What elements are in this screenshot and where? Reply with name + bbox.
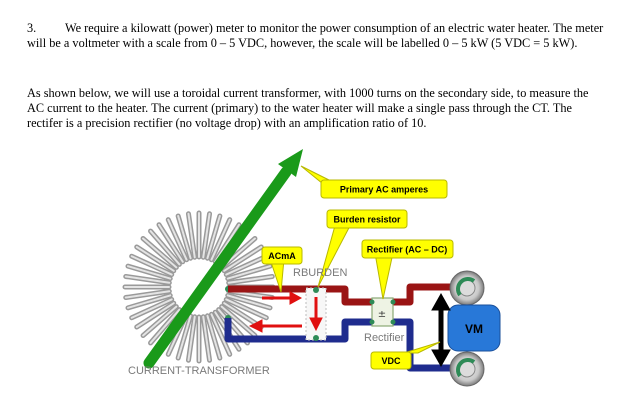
coil-winding-highlight [135,302,175,329]
burden-terminal-top [313,287,319,293]
coil-winding-highlight [149,308,181,344]
wires [224,283,465,372]
coil-winding-highlight [210,218,231,261]
coil-winding-highlight [202,315,211,362]
paragraph-question: 3.We require a kilowatt (power) meter to… [27,21,607,51]
callout-rectifier-text: Rectifier (AC – DC) [367,245,448,255]
coil-winding-highlight [226,294,272,309]
rectifier-symbol: ± [378,309,386,320]
red-wire-upper [228,285,372,306]
question-number: 3. [27,21,37,35]
arrow-left-head [248,319,263,333]
coil-winding-highlight [130,298,173,319]
question-text: We require a kilowatt (power) meter to m… [27,21,604,50]
coil-winding-highlight [124,275,171,284]
coil-winding-highlight [142,237,178,269]
coil-winding-highlight [223,245,263,272]
burden-terminal-bottom [313,335,319,341]
coil-winding-highlight [126,294,172,309]
callout-primary: Primary AC amperes [300,165,448,199]
coil-winding-highlight [220,305,256,337]
callout-rectifier: Rectifier (AC – DC) [361,239,454,300]
coil-winding-highlight [206,314,221,360]
paragraph-description: As shown below, we will use a toroidal c… [27,86,589,130]
rectifier-pin-1 [369,299,375,305]
rectifier-pin-3 [369,319,375,325]
coil-winding-highlight [187,315,196,362]
callout-burden-text: Burden resistor [333,215,401,225]
callout-acma-text: ACmA [268,251,296,261]
vdc-double-arrow [431,292,451,368]
coil-winding-highlight [149,230,181,266]
blue-wire-vm [393,318,465,372]
callout-vdc-text: VDC [381,356,401,366]
callout-acma: ACmA [261,246,303,293]
vm-label: VM [465,322,483,336]
callout-vdc: VDC [370,341,441,370]
blue-wire-lower [224,318,372,343]
coil-winding-highlight [124,290,171,299]
coil-winding-highlight [177,214,192,260]
arrow-right-head [289,291,303,305]
coil-winding-highlight [142,305,178,337]
coil-winding-highlight [210,313,231,356]
coil-winding-highlight [226,265,272,280]
coil-winding-highlight [167,218,188,261]
rectifier-pin-4 [390,319,396,325]
arrow-down-head [309,317,323,332]
coil-winding-highlight [187,212,196,259]
coil-winding-highlight [126,265,172,280]
ct-label: CURRENT-TRANSFORMER [128,365,270,377]
vm-box [447,304,501,352]
coil-winding-highlight [177,314,192,360]
coil-winding-highlight [214,223,241,263]
callout-burden: Burden resistor [317,209,408,288]
coil-winding-highlight [225,298,268,319]
red-wire-vm [393,283,465,306]
rectifier-pin-2 [390,299,396,305]
rectifier-label: Rectifier [364,332,405,344]
coil-winding-highlight [227,275,274,284]
coil-winding-highlight [135,245,175,272]
coil-winding-highlight [157,223,184,263]
coil-winding-highlight [130,255,173,276]
coil-winding-highlight [206,214,221,260]
vm-terminal-top [449,270,485,306]
coil-winding-highlight [225,255,268,276]
coil-winding-highlight [202,212,211,259]
rburden-label: RBURDEN [293,267,347,279]
callout-primary-text: Primary AC amperes [340,185,428,195]
primary-current-arrow [143,149,303,369]
current-arrows [248,291,323,333]
vm-terminal-bottom [449,351,485,387]
